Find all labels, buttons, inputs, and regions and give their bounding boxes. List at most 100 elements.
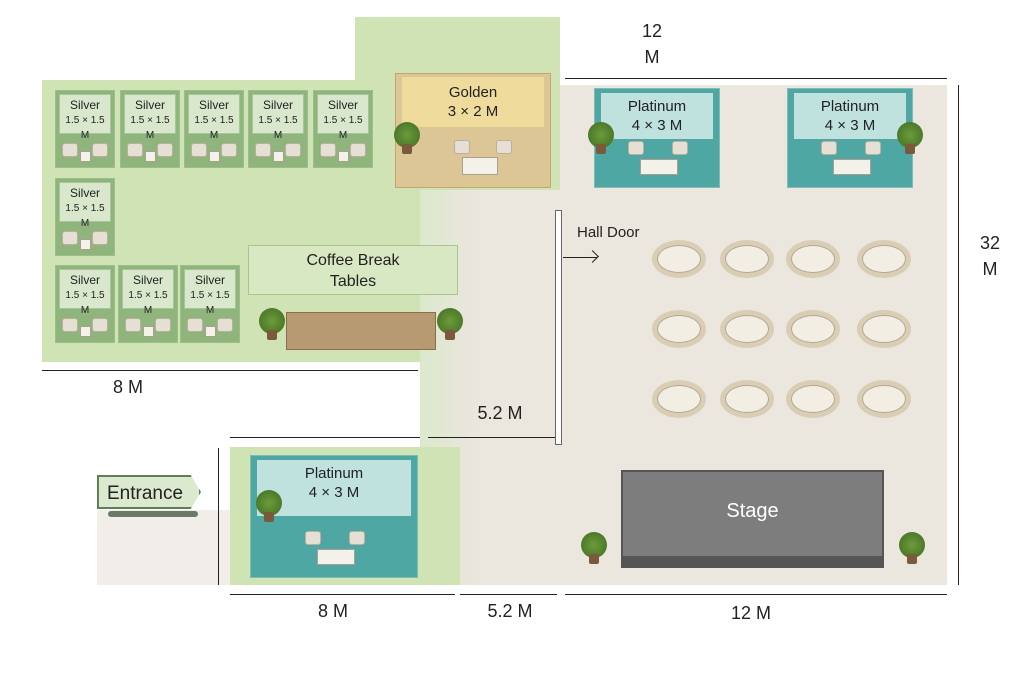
plant-icon	[394, 122, 420, 154]
silver-booth[interactable]: Silver 1.5 × 1.5 M	[55, 178, 115, 256]
chair	[92, 143, 108, 157]
chair	[217, 318, 233, 332]
round-table	[791, 385, 835, 413]
platinum-name: Platinum	[304, 465, 364, 482]
chair	[255, 143, 271, 157]
booth-size: 1.5 × 1.5 M	[65, 203, 105, 229]
dim-line	[958, 85, 959, 585]
chair	[628, 141, 644, 155]
booth-name: Silver	[134, 98, 165, 112]
dim-hall-side: 32 M	[970, 230, 1010, 282]
booth-size: 1.5 × 1.5 M	[128, 290, 168, 316]
dim-line	[42, 370, 418, 371]
golden-label: Golden	[448, 84, 498, 101]
booth-name: Silver	[69, 273, 100, 287]
booth-sign: Silver 1.5 × 1.5 M	[317, 94, 369, 141]
booth-sign: Silver 1.5 × 1.5 M	[59, 182, 111, 229]
dim-left-width: 8 M	[112, 377, 143, 397]
platinum-name: Platinum	[627, 98, 687, 115]
chair	[187, 318, 203, 332]
chair	[865, 141, 881, 155]
chair	[221, 143, 237, 157]
golden-booth[interactable]: Golden 3 × 2 M	[395, 73, 551, 188]
dim-bottom-left: 8 M	[317, 601, 348, 621]
entrance-sign-stand	[108, 511, 198, 517]
dim-line	[428, 437, 555, 438]
stage[interactable]: Stage	[621, 470, 884, 568]
platinum-booth[interactable]: Platinum 4 × 3 M	[594, 88, 720, 188]
silver-booth[interactable]: Silver 1.5 × 1.5 M	[313, 90, 373, 168]
silver-booth[interactable]: Silver 1.5 × 1.5 M	[248, 90, 308, 168]
golden-size: 3 × 2 M	[447, 103, 499, 120]
booth-name: Silver	[262, 98, 293, 112]
booth-size: 1.5 × 1.5 M	[130, 115, 170, 141]
side-table	[145, 151, 156, 162]
dim-hall-top: 12 M	[630, 18, 674, 70]
plant-icon	[256, 490, 282, 522]
side-table	[143, 326, 154, 337]
booth-size: 1.5 × 1.5 M	[194, 115, 234, 141]
platinum-booth[interactable]: Platinum 4 × 3 M	[250, 455, 418, 578]
platinum-sign: Platinum 4 × 3 M	[257, 460, 411, 516]
side-table	[205, 326, 216, 337]
round-table	[657, 315, 701, 343]
chair	[285, 143, 301, 157]
plant-icon	[437, 308, 463, 340]
dim-text: 32 M	[980, 233, 1001, 279]
booth-size: 1.5 × 1.5 M	[65, 115, 105, 141]
platinum-size: 4 × 3 M	[824, 117, 876, 134]
booth-sign: Silver 1.5 × 1.5 M	[252, 94, 304, 141]
booth-name: Silver	[69, 186, 100, 200]
dim-bottom-hall: 12 M	[730, 603, 772, 623]
booth-name: Silver	[327, 98, 358, 112]
booth-size: 1.5 × 1.5 M	[258, 115, 298, 141]
dim-text: 12 M	[642, 21, 663, 67]
plant-icon	[899, 532, 925, 564]
round-table	[862, 315, 906, 343]
dim-line	[230, 594, 455, 595]
side-table	[80, 151, 91, 162]
side-table	[338, 151, 349, 162]
arrow-right-icon	[563, 257, 597, 258]
booth-name: Silver	[132, 273, 163, 287]
coffee-break-counter	[286, 312, 436, 350]
booth-name: Silver	[194, 273, 225, 287]
booth-size: 1.5 × 1.5 M	[323, 115, 363, 141]
platinum-size: 4 × 3 M	[631, 117, 683, 134]
dim-line	[565, 594, 947, 595]
table	[833, 159, 871, 175]
platinum-size: 4 × 3 M	[308, 484, 360, 501]
round-table	[791, 245, 835, 273]
chair	[125, 318, 141, 332]
round-table	[725, 245, 769, 273]
hall-door-label: Hall Door	[577, 224, 640, 241]
booth-sign: Silver 1.5 × 1.5 M	[122, 269, 174, 316]
silver-booth[interactable]: Silver 1.5 × 1.5 M	[120, 90, 180, 168]
plant-icon	[581, 532, 607, 564]
platinum-sign: Platinum 4 × 3 M	[601, 93, 713, 139]
round-table	[725, 385, 769, 413]
entrance-label: Entrance	[107, 483, 184, 504]
side-table	[80, 326, 91, 337]
entrance-floor	[97, 510, 230, 585]
stage-label: Stage	[726, 500, 779, 522]
chair	[62, 143, 78, 157]
hall-door[interactable]	[555, 210, 562, 445]
dim-line	[460, 594, 557, 595]
chair	[305, 531, 321, 545]
chair	[672, 141, 688, 155]
silver-booth[interactable]: Silver 1.5 × 1.5 M	[118, 265, 178, 343]
dim-line	[230, 437, 420, 438]
round-table	[725, 315, 769, 343]
coffee-line1: Coffee Break	[306, 252, 400, 269]
entrance-sign[interactable]: Entrance	[97, 475, 201, 509]
